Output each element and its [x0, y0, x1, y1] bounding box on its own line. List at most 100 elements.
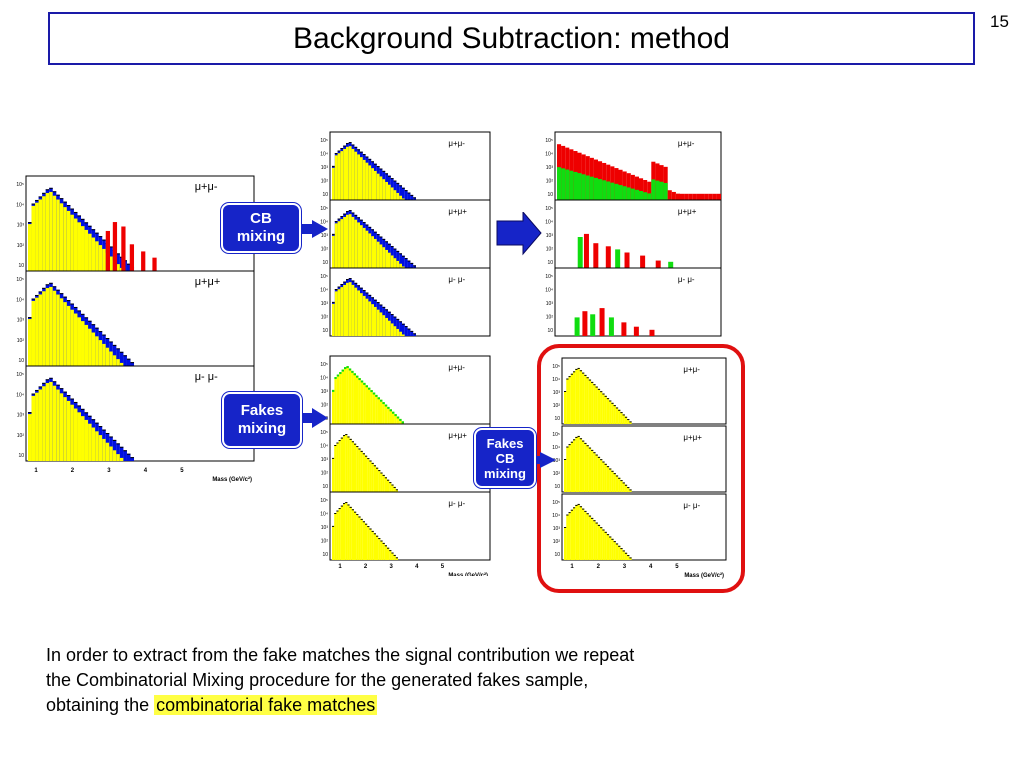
bar-edge [346, 279, 349, 281]
bar-yellow [367, 458, 370, 492]
bar-sparse [655, 260, 661, 268]
fakes-label-line2: mixing [237, 420, 287, 437]
bar-yellow [588, 379, 592, 424]
y-tick-label: 10 [322, 484, 328, 490]
panel-label: μ- μ- [678, 275, 695, 284]
bar-yellow [31, 205, 36, 271]
bar-yellow [370, 390, 373, 424]
bar-yellow [402, 198, 405, 200]
bar-yellow [609, 400, 612, 424]
y-tick-label: 10 [554, 484, 560, 490]
bar-yellow [66, 210, 71, 271]
panel-label: μ+μ+ [678, 207, 697, 216]
bar-yellow [70, 309, 74, 366]
bar-edge [371, 297, 374, 299]
bar-green [639, 191, 644, 200]
bar-blue [404, 190, 408, 200]
bar-yellow [600, 459, 603, 492]
bar-yellow [332, 525, 335, 560]
bar-edge [109, 436, 113, 438]
bar-green [659, 181, 664, 200]
bar-edge [337, 286, 341, 288]
cb-mixing-label: CB mixing [221, 203, 301, 253]
bar-edge [52, 381, 57, 383]
bar-blue [119, 446, 124, 461]
bar-blue [130, 362, 135, 366]
bar-yellow [338, 508, 341, 560]
bar-yellow [376, 467, 379, 492]
bar-edge [368, 294, 372, 296]
bar-green [622, 186, 627, 200]
bar-edge [332, 165, 335, 167]
bar-yellow [349, 438, 352, 492]
bar-edge [413, 333, 416, 335]
bar-edge [410, 262, 414, 264]
y-tick-label: 10³ [553, 458, 561, 464]
bar-edge [56, 289, 60, 291]
bar-edge [393, 248, 397, 250]
bar-edge [42, 382, 46, 384]
bar-red [141, 251, 146, 271]
bar-red [647, 181, 652, 200]
bar-yellow [112, 355, 117, 366]
bar-blue [410, 262, 414, 268]
bar-yellow [597, 388, 601, 424]
bar-red [643, 180, 648, 200]
bar-red [152, 257, 157, 271]
bar-red [634, 176, 639, 200]
bar-yellow [360, 157, 363, 200]
bar-edge [620, 480, 623, 482]
bar-yellow [604, 531, 607, 560]
bar-edge [404, 258, 408, 260]
bar-yellow [566, 514, 569, 560]
bar-yellow [570, 373, 574, 424]
bar-yellow [388, 320, 391, 336]
bar-red [688, 193, 693, 200]
y-tick-label: 10² [321, 247, 329, 253]
y-tick-label: 10³ [546, 233, 554, 239]
bar-yellow [351, 370, 354, 424]
bar-edge [573, 439, 576, 441]
bar-edge [354, 511, 357, 513]
bar-yellow [382, 542, 385, 560]
bar-yellow [376, 241, 380, 268]
bar-red [716, 193, 721, 200]
bar-yellow [31, 300, 36, 366]
bar-blue [407, 260, 411, 268]
bar-green [606, 181, 611, 200]
bar-green-edge [375, 394, 378, 397]
body-line-3-prefix: obtaining the [46, 695, 150, 715]
bar-edge [63, 391, 67, 393]
bar-edge [624, 484, 628, 486]
bar-yellow [564, 527, 567, 560]
bar-edge [606, 398, 610, 400]
x-tick-label: 2 [71, 468, 75, 474]
bar-yellow [42, 291, 46, 366]
bar-yellow [602, 461, 605, 492]
bar-yellow [358, 516, 361, 560]
bar-yellow [374, 306, 377, 336]
bar-green [651, 179, 656, 200]
body-line-3: obtaining the combinatorial fake matches [46, 693, 826, 718]
bar-yellow [351, 441, 354, 492]
bar-edge [613, 405, 616, 407]
y-tick-label: 10 [322, 328, 328, 334]
highlight-frame [537, 344, 745, 593]
bar-yellow [358, 378, 361, 424]
bar-green [581, 174, 586, 200]
bar-blue [126, 263, 131, 271]
bar-edge [582, 372, 585, 374]
bar-yellow [568, 376, 571, 424]
bar-yellow [624, 416, 628, 424]
bar-sparse [608, 317, 614, 336]
bar-edge [584, 374, 587, 376]
bar-sparse [668, 261, 674, 268]
y-tick-label: 10³ [553, 390, 561, 396]
bar-edge [627, 419, 630, 421]
y-tick-label: 10³ [321, 457, 329, 463]
bar-yellow [353, 373, 356, 424]
bar-edge [81, 313, 85, 315]
